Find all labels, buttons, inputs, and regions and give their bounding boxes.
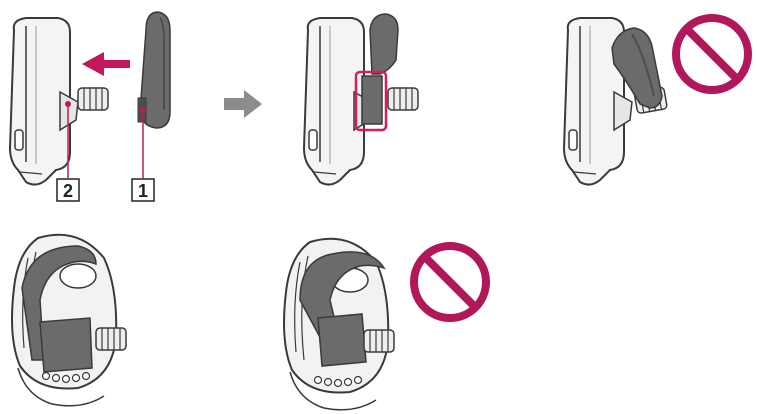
ear-tip	[78, 88, 108, 110]
move-left-arrow-icon	[82, 52, 130, 76]
ear-tip	[364, 330, 394, 352]
callout-1-number: 1	[138, 181, 148, 201]
callout-2-number: 2	[63, 181, 73, 201]
prohibited-icon	[676, 18, 748, 90]
panel-correct-fit	[12, 235, 126, 406]
panel-attach-arm: 2 1	[10, 12, 170, 201]
ear-tip	[96, 328, 126, 350]
callout-2: 2	[57, 179, 79, 201]
callout-1: 1	[132, 179, 154, 201]
ear-tip	[388, 88, 418, 110]
panel-incorrect-fit	[284, 239, 486, 410]
next-step-arrow-icon	[224, 90, 262, 118]
panel-incorrect-angle	[564, 18, 748, 185]
prohibited-icon	[414, 246, 486, 318]
panel-arm-attached	[304, 14, 418, 185]
